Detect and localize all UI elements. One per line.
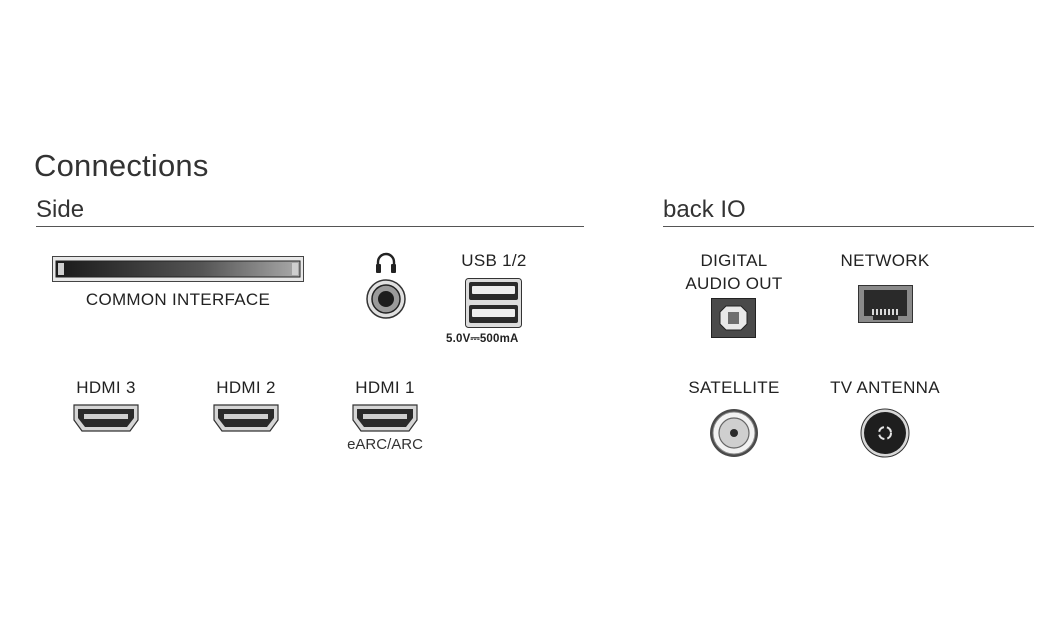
digital-audio-label-line2: AUDIO OUT (685, 274, 783, 293)
section-side-heading: Side (36, 196, 85, 223)
satellite-port-icon (710, 409, 758, 457)
section-back-heading: back IO (663, 196, 746, 223)
digital-audio-label-line1: DIGITAL (700, 251, 768, 270)
common-interface-label: COMMON INTERFACE (85, 290, 271, 309)
usb-rating-label: 5.0V⎓500mA (446, 333, 519, 345)
hdmi1-port-icon (352, 404, 418, 432)
tv-antenna-label: TV ANTENNA (830, 378, 940, 397)
side-divider (36, 226, 584, 227)
page-title: Connections (34, 148, 209, 183)
ethernet-port-icon (858, 285, 913, 323)
antenna-port-icon (860, 408, 910, 458)
hdmi3-port-icon (73, 404, 139, 432)
hdmi2-port-icon (213, 404, 279, 432)
hdmi2-label: HDMI 2 (216, 378, 276, 397)
hdmi1-sub-label: eARC/ARC (347, 436, 423, 453)
optical-port-icon (711, 298, 756, 338)
hdmi3-label: HDMI 3 (76, 378, 136, 397)
network-label: NETWORK (840, 251, 930, 270)
satellite-label: SATELLITE (688, 378, 780, 397)
common-interface-slot-icon (52, 256, 304, 282)
headphone-icon (376, 252, 396, 273)
usb-label: USB 1/2 (461, 251, 527, 270)
usb-port-icon (465, 278, 522, 328)
hdmi1-label: HDMI 1 (355, 378, 415, 397)
headphone-jack-icon (366, 279, 406, 319)
back-divider (663, 226, 1034, 227)
